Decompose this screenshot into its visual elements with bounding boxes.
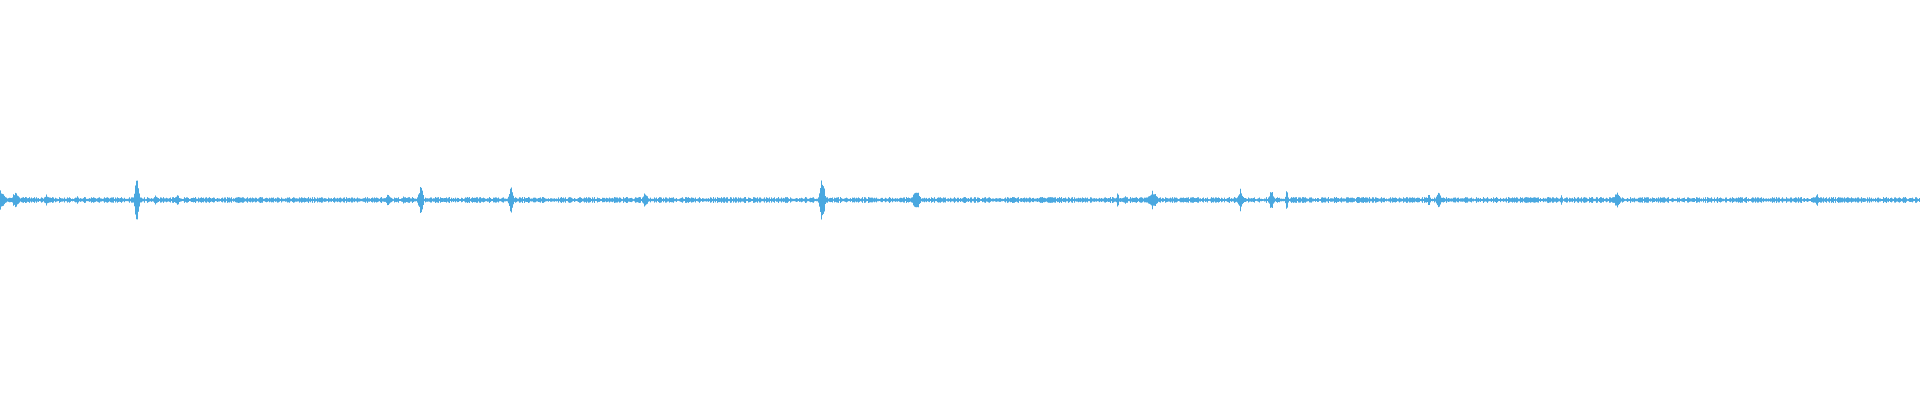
waveform-trace — [0, 180, 1920, 220]
